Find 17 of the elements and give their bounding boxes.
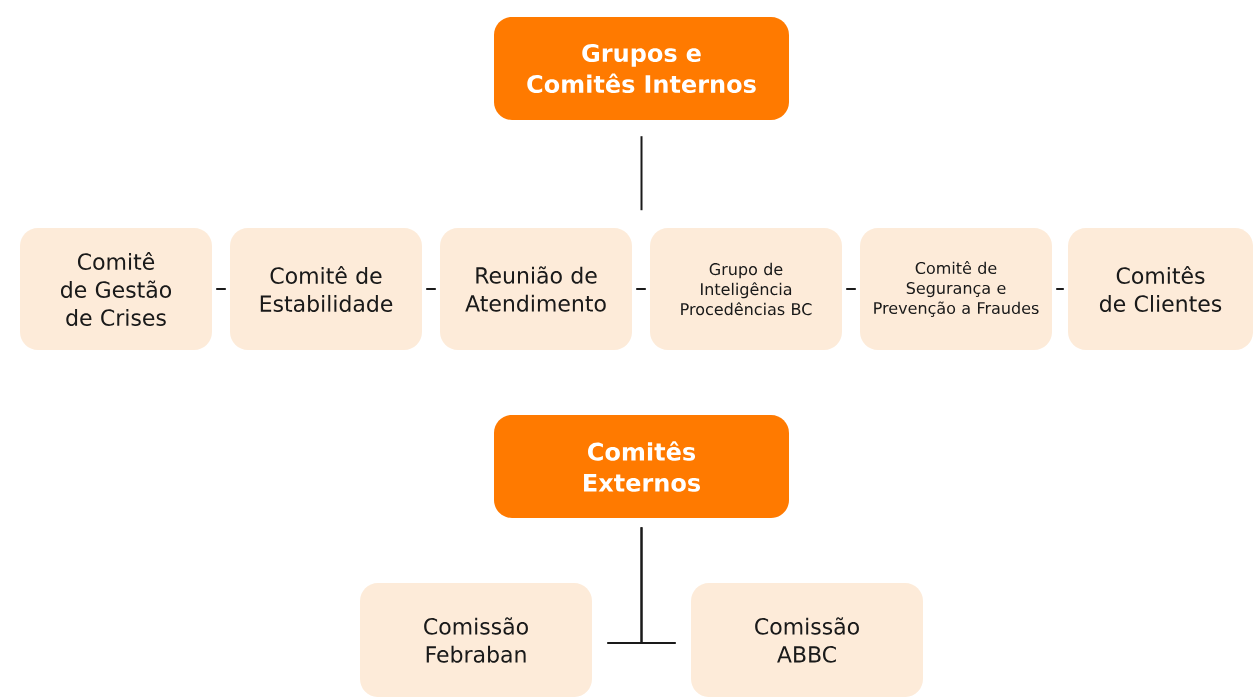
process-box: Comitê de Segurança e Prevenção a Fraudes xyxy=(860,228,1052,350)
process-box: Comissão Febraban xyxy=(360,583,592,697)
process-box: Comitê de Estabilidade xyxy=(230,228,422,350)
process-box: Comitês Externos xyxy=(494,415,789,518)
connector-line xyxy=(845,288,857,290)
connector-line xyxy=(425,288,437,290)
process-box: Comitês de Clientes xyxy=(1068,228,1253,350)
process-box: Comissão ABBC xyxy=(691,583,923,697)
connector-line xyxy=(1055,288,1065,290)
connector-line xyxy=(640,135,643,212)
process-box: Grupos e Comitês Internos xyxy=(494,17,789,120)
process-box: Comitê de Gestão de Crises xyxy=(20,228,212,350)
process-box: Grupo de Inteligência Procedências BC xyxy=(650,228,842,350)
process-box: Reunião de Atendimento xyxy=(440,228,632,350)
connector-line xyxy=(215,288,227,290)
connector-line xyxy=(640,526,677,644)
connector-line xyxy=(635,288,647,290)
